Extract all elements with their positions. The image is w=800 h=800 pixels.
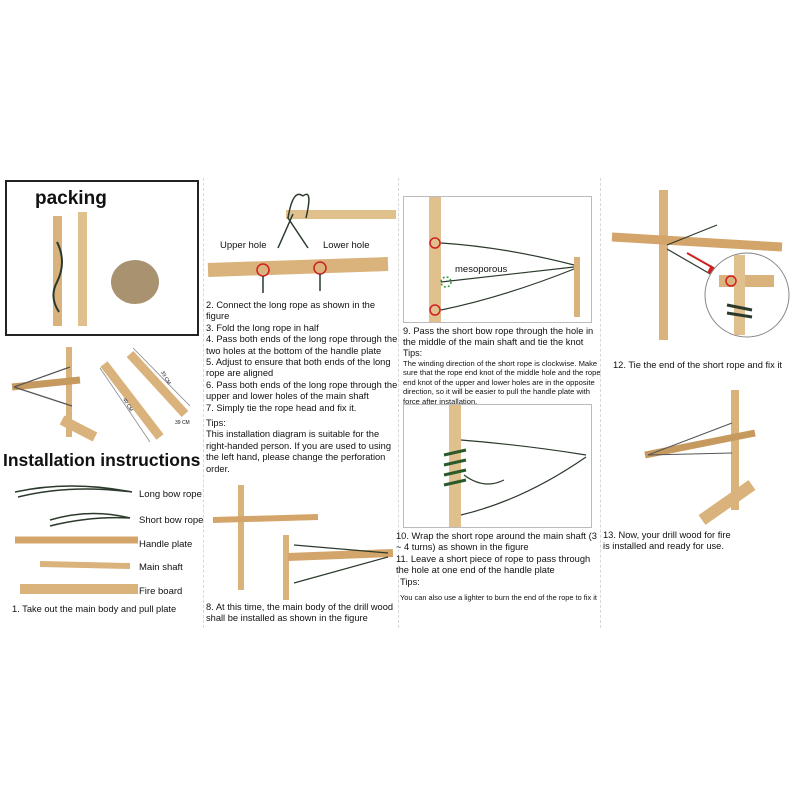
tips-label: Tips:	[403, 348, 423, 358]
part-label: Handle plate	[139, 539, 193, 550]
installation-title: Installation instructions	[3, 450, 201, 470]
step-text: 10. Wrap the short rope around the main …	[396, 531, 597, 553]
part-label: Short bow rope	[139, 515, 204, 526]
dimension-39: 39 CM	[175, 420, 190, 426]
column-divider	[203, 178, 204, 628]
step-13: 13. Now, your drill wood for fire is ins…	[603, 530, 731, 552]
step9-image	[403, 196, 592, 323]
step-text: 11. Leave a short piece of rope to pass …	[396, 553, 591, 576]
step13-image	[644, 390, 756, 525]
packing-box: packing	[5, 180, 199, 336]
step12-image	[611, 190, 790, 340]
tips-text: The winding direction of the short rope …	[403, 358, 601, 406]
column-divider	[600, 178, 601, 628]
packing-image	[52, 212, 159, 326]
mesoporous-label: mesoporous	[455, 264, 508, 275]
step-8: 8. At this time, the main body of the dr…	[206, 602, 394, 624]
step-text: 3. Fold the long rope in half	[206, 322, 319, 333]
step-text: 5. Adjust to ensure that both ends of th…	[206, 357, 391, 379]
column-divider	[398, 178, 399, 628]
step-text: 6. Pass both ends of the long rope throu…	[206, 379, 398, 402]
assembled-drill-image	[11, 347, 191, 443]
tips-label: Tips:	[206, 418, 226, 429]
tips-col3b: You can also use a lighter to burn the e…	[400, 593, 597, 602]
step10-image	[403, 404, 592, 528]
tips-label: Tips:	[400, 576, 420, 587]
steps-2-7: 2. Connect the long rope as shown in the…	[206, 300, 398, 475]
step-text: 4. Pass both ends of the long rope throu…	[206, 334, 398, 356]
step8-image	[212, 485, 394, 600]
step-text: 7. Simply tie the rope head and fix it.	[206, 402, 357, 413]
part-label: Fire board	[139, 586, 183, 597]
upper-hole-label: Upper hole	[220, 240, 267, 251]
part-label: Main shaft	[139, 562, 183, 573]
step-9: 9. Pass the short bow rope through the h…	[403, 326, 594, 348]
step2-image	[207, 193, 396, 293]
lower-hole-label: Lower hole	[323, 240, 370, 251]
packing-title: packing	[35, 188, 107, 209]
step-10-11: 10. Wrap the short rope around the main …	[396, 531, 598, 588]
parts-image	[14, 485, 138, 594]
tips-text: This installation diagram is suitable fo…	[206, 429, 392, 474]
step-1: 1. Take out the main body and pull plate	[12, 604, 177, 614]
tips-col3a: Tips: The winding direction of the short…	[403, 348, 601, 407]
part-label: Long bow rope	[139, 489, 202, 500]
step-text: 2. Connect the long rope as shown in the…	[206, 300, 376, 322]
step-12: 12. Tie the end of the short rope and fi…	[613, 360, 783, 370]
